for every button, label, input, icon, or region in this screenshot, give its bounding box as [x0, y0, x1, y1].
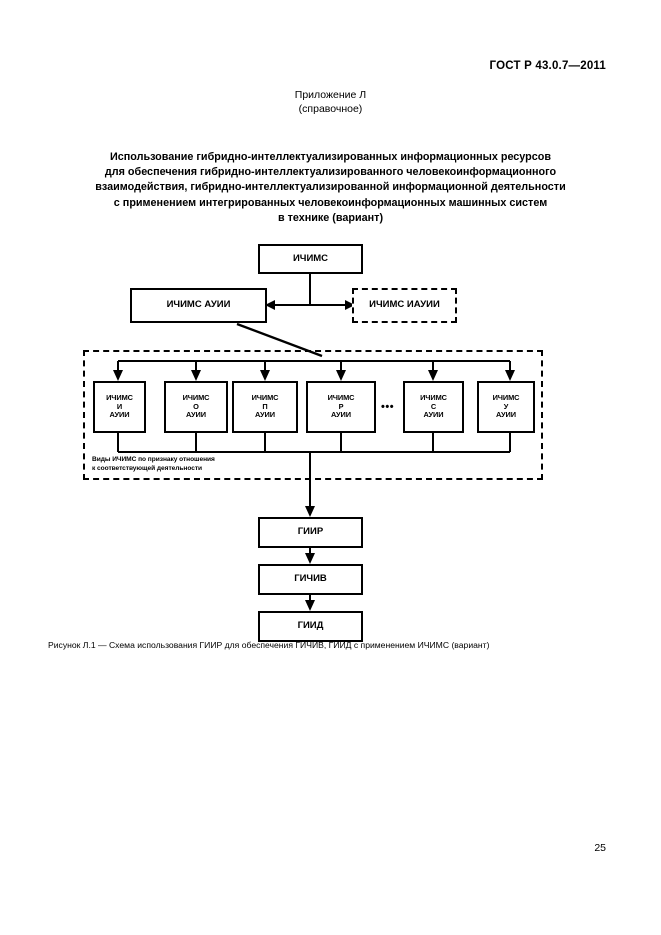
node-ichims-u-auii-line3: АУИИ	[496, 410, 516, 420]
section-title-line-4: с применением интегрированных человекоин…	[113, 196, 548, 209]
node-ichims-p-auii-line3: АУИИ	[255, 410, 275, 420]
arrowhead-to-gichiv	[305, 553, 315, 564]
node-ichims-r-auii-line3: АУИИ	[331, 410, 351, 420]
group-caption-line-2: к соответствующей деятельности	[92, 464, 203, 472]
node-ichims-s-auii[interactable]: ИЧИМС С АУИИ	[403, 381, 464, 433]
diagram-connectors	[113, 274, 515, 611]
appendix-heading: Приложение Л (справочное)	[0, 88, 661, 116]
page-number: 25	[594, 842, 606, 854]
node-ichims-o-auii[interactable]: ИЧИМС О АУИИ	[164, 381, 228, 433]
appendix-title: Приложение Л	[294, 89, 367, 101]
group-caption-line-1: Виды ИЧИМС по признаку отношения	[92, 456, 215, 463]
node-gichiv-label: ГИЧИВ	[294, 573, 327, 585]
node-ichims-i-auii-line3: АУИИ	[109, 410, 130, 420]
node-ichims-s-auii-line1: ИЧИМС	[420, 393, 447, 403]
ellipsis-icon: •••	[381, 401, 395, 413]
node-ichims-p-auii-line2: П	[262, 401, 268, 411]
section-title-line-3: взаимодействия, гибридно-интеллектуализи…	[95, 181, 566, 194]
arrowhead-type-5	[428, 370, 438, 381]
node-ichims-o-auii-line2: О	[193, 401, 199, 411]
node-ichims-o-auii-line1: ИЧИМС	[182, 393, 210, 403]
node-ichims-u-auii[interactable]: ИЧИМС У АУИИ	[477, 381, 535, 433]
node-ichims-i-auii[interactable]: ИЧИМС И АУИИ	[93, 381, 146, 433]
node-gichiv[interactable]: ГИЧИВ	[258, 564, 363, 595]
arrowhead-to-giir	[305, 506, 315, 517]
group-ichims-types-caption: Виды ИЧИМС по признаку отношения к соотв…	[92, 456, 215, 473]
section-title-line-1: Использование гибридно-интеллектуализиро…	[109, 151, 552, 163]
node-ichims-root[interactable]: ИЧИМС	[258, 244, 363, 274]
node-ichims-r-auii[interactable]: ИЧИМС Р АУИИ	[306, 381, 376, 433]
node-giid[interactable]: ГИИД	[258, 611, 363, 642]
arrowhead-type-3	[260, 370, 270, 381]
node-ichims-s-auii-line2: С	[430, 401, 437, 411]
node-ichims-r-auii-line1: ИЧИМС	[327, 393, 355, 403]
node-ichims-auii[interactable]: ИЧИМС АУИИ	[130, 288, 267, 323]
node-ichims-p-auii[interactable]: ИЧИМС П АУИИ	[232, 381, 298, 433]
node-ichims-u-auii-line1: ИЧИМС	[492, 393, 520, 403]
appendix-subtitle: (справочное)	[298, 103, 363, 115]
node-ichims-o-auii-line3: АУИИ	[186, 410, 206, 420]
arrowhead-to-ichims-iauii	[345, 300, 355, 310]
group-ichims-types	[83, 350, 543, 480]
node-ichims-p-auii-line1: ИЧИМС	[251, 393, 279, 403]
document-header-standard-code: ГОСТ Р 43.0.7—2011	[489, 60, 606, 72]
node-ichims-auii-label: ИЧИМС АУИИ	[166, 299, 231, 311]
node-ichims-s-auii-line3: АУИИ	[423, 410, 444, 420]
figure-diagram: ИЧИМС ИЧИМС АУИИ ИЧИМС ИАУИИ ИЧИМС И АУИ…	[0, 230, 661, 642]
arrowhead-to-ichims-auii	[265, 300, 275, 310]
node-ichims-i-auii-line2: И	[116, 401, 123, 411]
section-title: Использование гибридно-интеллектуализиро…	[0, 150, 661, 226]
node-ichims-i-auii-line1: ИЧИМС	[106, 393, 133, 403]
arrowhead-type-1	[113, 370, 123, 381]
arrowhead-type-6	[505, 370, 515, 381]
node-giid-label: ГИИД	[297, 620, 324, 632]
figure-caption: Рисунок Л.1 — Схема использования ГИИР д…	[48, 640, 490, 650]
node-ichims-u-auii-line2: У	[503, 401, 509, 411]
node-ichims-root-label: ИЧИМС	[292, 252, 329, 264]
section-title-line-2: для обеспечения гибридно-интеллектуализи…	[104, 166, 557, 179]
node-ichims-iauii[interactable]: ИЧИМС ИАУИИ	[352, 288, 457, 323]
arrowhead-type-2	[191, 370, 201, 381]
node-ichims-iauii-label: ИЧИМС ИАУИИ	[369, 299, 440, 311]
node-giir[interactable]: ГИИР	[258, 517, 363, 548]
arrowhead-type-4	[336, 370, 346, 381]
node-ichims-r-auii-line2: Р	[338, 401, 344, 411]
section-title-line-5: в технике (вариант)	[277, 211, 384, 224]
node-giir-label: ГИИР	[297, 526, 324, 538]
arrowhead-to-giid	[305, 600, 315, 611]
